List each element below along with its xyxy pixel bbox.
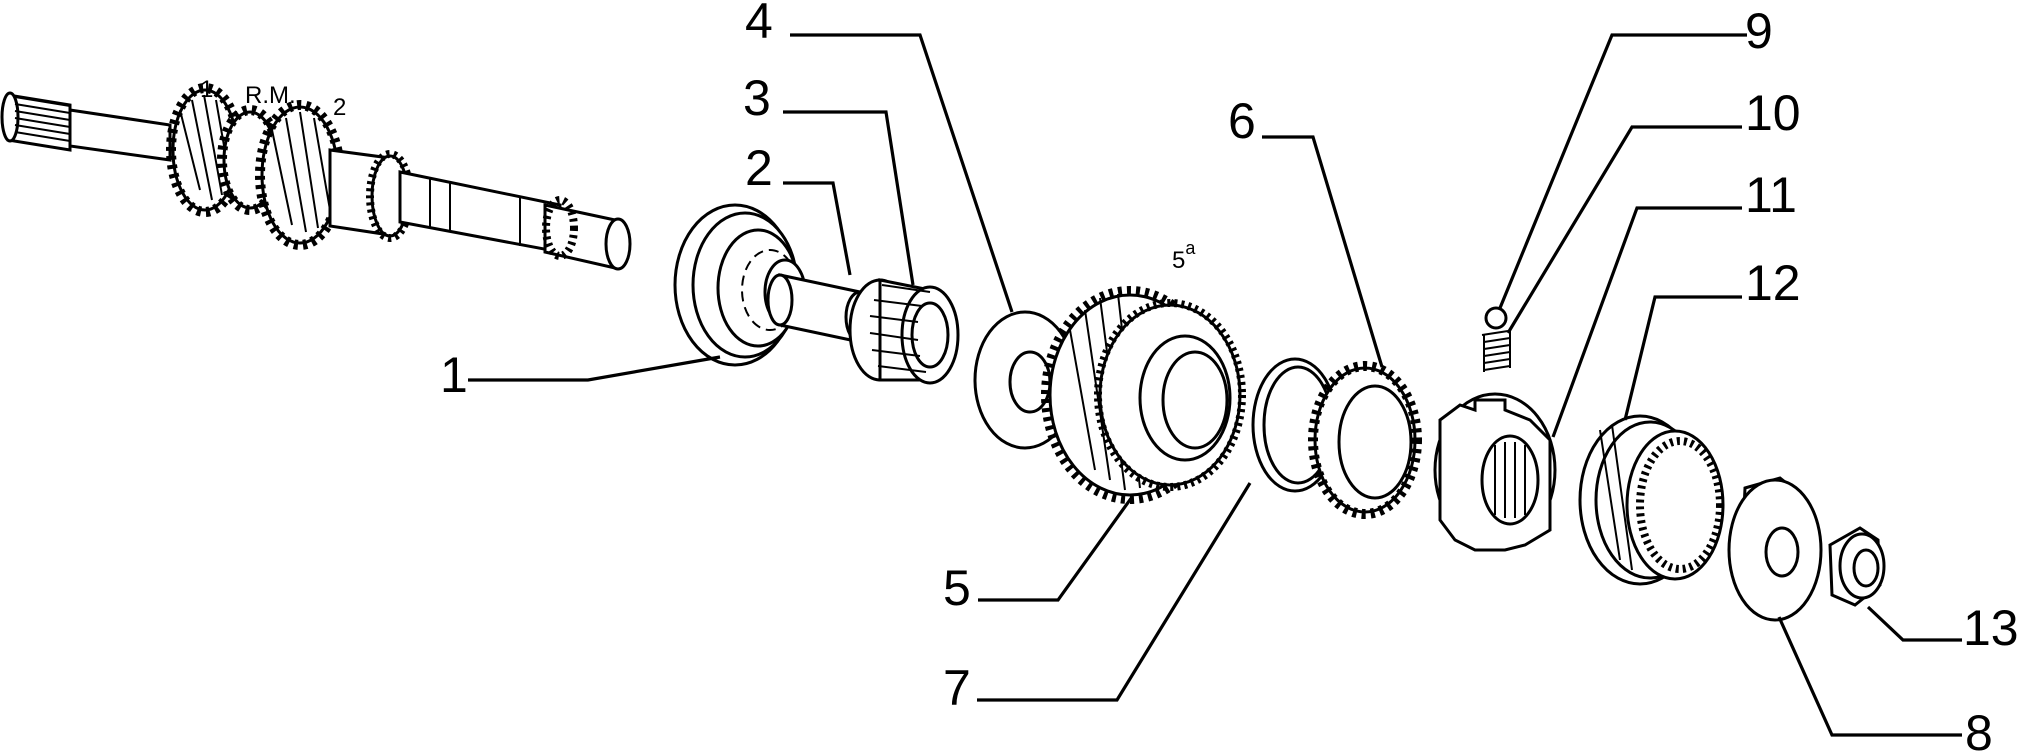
leader-11 [1551,206,1742,438]
gear-label-second: 2 [333,94,346,121]
callout-4: 4 [745,0,773,49]
callout-12: 12 [1745,255,1801,311]
main-shaft [0,83,632,271]
gear-label-fifth: 5a [1172,238,1196,274]
part-10-spring [1481,330,1511,372]
gear-label-first: 1 [200,76,213,103]
part-12-sliding-sleeve [1578,414,1725,586]
gear-label-reverse: R.M. [245,82,296,109]
callout-8: 8 [1965,705,1993,755]
callout-10: 10 [1745,85,1801,141]
callout-11: 11 [1745,167,1797,223]
leader-8 [1777,616,1962,737]
callout-1: 1 [440,347,468,403]
leader-1 [468,355,721,382]
callout-9: 9 [1745,3,1773,59]
part-5-fifth-gear [1041,286,1246,504]
leader-13 [1866,605,1962,642]
leader-7 [977,482,1252,702]
part-6-synchronizer-ring [1308,361,1422,519]
part-11-synchronizer-hub [1433,392,1557,552]
callout-13: 13 [1963,600,2019,656]
part-13-hex-nut [1828,526,1886,607]
leader-2 [783,181,852,276]
callout-6: 6 [1228,93,1256,149]
part-3-needle-roller-bearing [848,278,960,385]
part-9-detent-ball [1484,306,1508,330]
callout-3: 3 [743,70,771,126]
part-8-lock-plate [1727,476,1823,622]
leader-5 [978,496,1134,602]
leader-4 [790,33,1014,313]
leader-lines [468,33,1962,737]
leader-10 [1506,125,1742,334]
callout-7: 7 [943,660,971,716]
callout-2: 2 [745,140,773,196]
leader-6 [1262,135,1384,368]
leader-3 [783,110,915,286]
leader-9 [1498,33,1747,309]
callout-5: 5 [943,560,971,616]
leader-12 [1623,295,1742,421]
callout-labels: 1 2 3 4 5 6 7 8 9 10 11 12 13 [440,0,2019,755]
